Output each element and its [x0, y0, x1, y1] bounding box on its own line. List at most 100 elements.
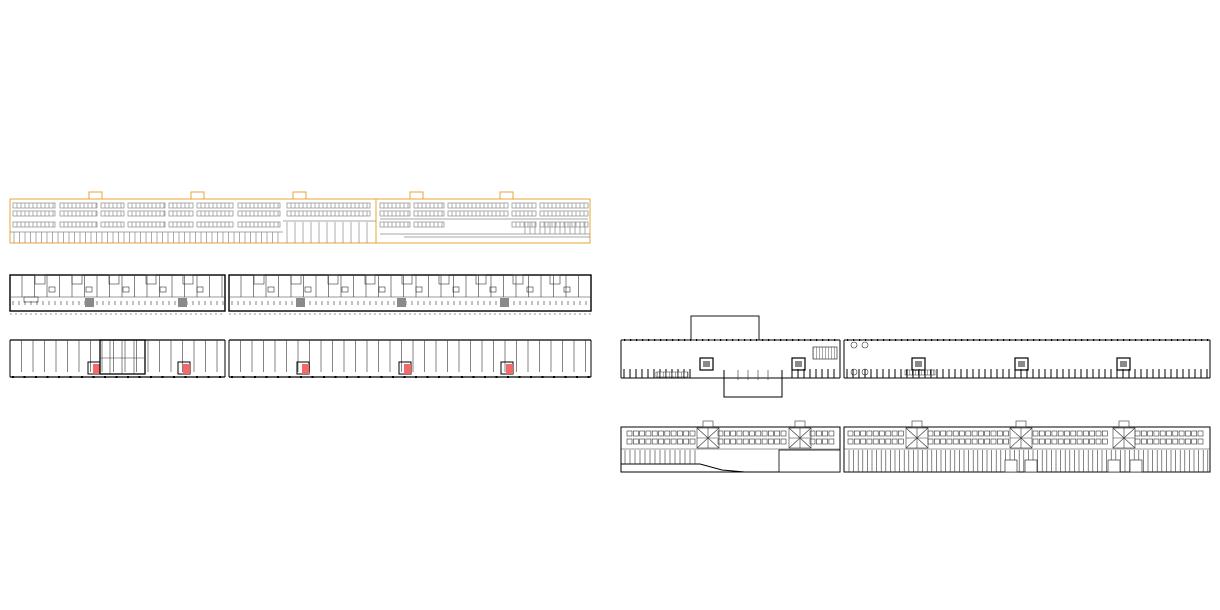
column: [507, 376, 509, 378]
window: [946, 430, 953, 437]
column: [1099, 339, 1101, 341]
column: [630, 339, 632, 341]
window: [860, 430, 866, 437]
core-highlight: [506, 364, 513, 374]
window: [780, 438, 787, 445]
window: [959, 430, 965, 437]
column: [518, 376, 521, 378]
stair-core: [296, 298, 305, 307]
window: [847, 430, 854, 437]
window: [822, 430, 828, 437]
column: [648, 339, 650, 341]
window: [847, 438, 854, 445]
window: [809, 438, 816, 445]
column: [889, 339, 891, 341]
column: [219, 376, 221, 378]
window-band: [379, 202, 411, 209]
column: [1153, 339, 1155, 341]
window: [1051, 430, 1058, 437]
column: [907, 339, 909, 341]
column: [323, 376, 325, 378]
column: [624, 339, 626, 341]
fixture: [85, 286, 93, 293]
window: [933, 430, 940, 437]
column: [461, 376, 463, 378]
window: [898, 430, 904, 437]
window: [891, 438, 898, 445]
window: [1166, 430, 1172, 437]
column: [438, 376, 440, 378]
column: [334, 376, 337, 378]
window: [965, 438, 972, 445]
column: [1021, 339, 1023, 341]
window: [1095, 430, 1102, 437]
column: [1057, 339, 1059, 341]
column: [1087, 339, 1089, 341]
window: [952, 430, 959, 437]
window-band: [196, 202, 234, 209]
window: [664, 430, 671, 437]
column: [587, 376, 590, 378]
column: [991, 339, 993, 341]
column: [541, 376, 544, 378]
window-band: [59, 221, 98, 228]
window: [1039, 438, 1045, 445]
column: [750, 339, 752, 341]
fixture: [304, 286, 312, 293]
window: [1095, 438, 1102, 445]
window: [651, 430, 658, 437]
window: [639, 438, 645, 445]
column: [484, 376, 486, 378]
window: [1064, 430, 1070, 437]
column: [768, 339, 770, 341]
window-band: [127, 202, 166, 209]
column: [834, 339, 836, 341]
window: [749, 438, 755, 445]
window: [1076, 430, 1083, 437]
column: [774, 339, 776, 341]
window: [971, 430, 978, 437]
column: [961, 339, 963, 341]
fixture: [196, 286, 204, 293]
column: [1207, 339, 1209, 341]
column: [810, 339, 812, 341]
window-band: [12, 202, 56, 209]
window: [885, 438, 892, 445]
column: [816, 339, 818, 341]
window: [971, 438, 978, 445]
column: [877, 339, 879, 341]
window: [717, 438, 724, 445]
column: [1015, 339, 1017, 341]
column: [1165, 339, 1167, 341]
window: [658, 438, 664, 445]
fixture: [23, 296, 39, 303]
column: [576, 376, 578, 378]
column: [173, 376, 175, 378]
column: [69, 376, 72, 378]
column: [666, 339, 668, 341]
window: [1039, 430, 1045, 437]
column: [997, 339, 999, 341]
column: [804, 339, 806, 341]
room-niche: [145, 274, 157, 285]
window: [815, 430, 822, 437]
window: [828, 438, 835, 445]
core-highlight: [404, 364, 411, 374]
stair-fill: [795, 361, 802, 367]
column: [973, 339, 975, 341]
stair-core: [85, 298, 94, 307]
column: [1105, 339, 1107, 341]
rear-elevation: [620, 420, 1211, 473]
window: [940, 438, 946, 445]
window: [1064, 438, 1070, 445]
window: [677, 438, 683, 445]
window: [990, 430, 997, 437]
column: [690, 339, 692, 341]
window: [1178, 438, 1185, 445]
window: [780, 430, 787, 437]
column: [654, 339, 656, 341]
window: [683, 438, 690, 445]
window: [1045, 430, 1051, 437]
fixture: [341, 286, 349, 293]
window: [1153, 438, 1160, 445]
